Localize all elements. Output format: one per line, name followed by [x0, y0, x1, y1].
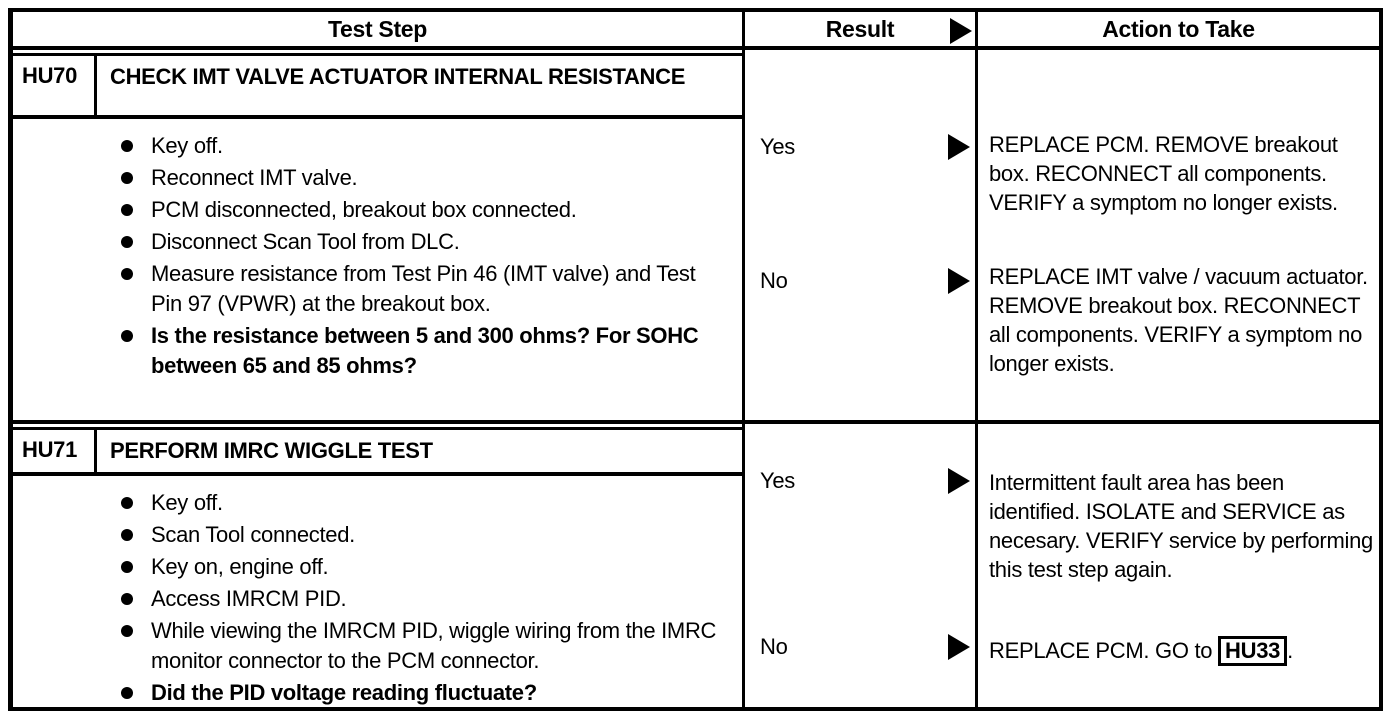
arrow-right-icon [948, 134, 970, 160]
bullet-icon [121, 140, 133, 152]
hu33-reference: HU33 [1218, 636, 1288, 666]
arrow-right-icon [948, 634, 970, 660]
bullet-icon [121, 687, 133, 699]
result-header-label: Result [825, 15, 895, 42]
result-cell: Yes No [742, 50, 975, 420]
test-step-cell: HU70 CHECK IMT VALVE ACTUATOR INTERNAL R… [13, 50, 742, 420]
result-cell: Yes No [742, 424, 975, 710]
action-header-label: Action to Take [1102, 15, 1255, 42]
test-step-question: Did the PID voltage reading fluctuate? [113, 678, 742, 708]
bullet-icon [121, 172, 133, 184]
test-step-text: Is the resistance between 5 and 300 ohms… [151, 323, 699, 378]
test-step-text: Disconnect Scan Tool from DLC. [151, 229, 460, 254]
test-title: CHECK IMT VALVE ACTUATOR INTERNAL RESIST… [110, 64, 686, 89]
bullet-icon [121, 593, 133, 605]
result-yes-row: Yes [760, 134, 970, 160]
test-step-header-label: Test Step [327, 15, 428, 42]
arrow-right-icon [948, 468, 970, 494]
test-step-list: Key off. Scan Tool connected. Key on, en… [13, 488, 742, 708]
test-step-item: PCM disconnected, breakout box connected… [113, 195, 742, 225]
result-no-row: No [760, 268, 970, 294]
arrow-right-icon [948, 268, 970, 294]
action-text-yes: REPLACE PCM. REMOVE breakout box. RECONN… [989, 132, 1338, 215]
result-no-row: No [760, 634, 970, 660]
test-step-text: Scan Tool connected. [151, 522, 355, 547]
action-text-no: REPLACE IMT valve / vacuum actuator. REM… [989, 264, 1368, 376]
action-text-yes: Intermittent fault area has been identif… [989, 470, 1373, 582]
result-yes-row: Yes [760, 468, 970, 494]
test-step-text: Measure resistance from Test Pin 46 (IMT… [151, 261, 696, 316]
test-step-item: Reconnect IMT valve. [113, 163, 742, 193]
arrow-right-icon [950, 18, 972, 44]
test-step-text: Did the PID voltage reading fluctuate? [151, 680, 537, 705]
bullet-icon [121, 268, 133, 280]
test-step-text: Reconnect IMT valve. [151, 165, 358, 190]
column-header-test-step: Test Step [13, 12, 742, 46]
test-step-item: Disconnect Scan Tool from DLC. [113, 227, 742, 257]
test-step-text: Key off. [151, 490, 223, 515]
action-text-suffix: . [1287, 638, 1293, 663]
test-step-text: While viewing the IMRCM PID, wiggle wiri… [151, 618, 717, 673]
test-step-item: While viewing the IMRCM PID, wiggle wiri… [113, 616, 742, 676]
test-code: HU70 [13, 56, 97, 115]
test-code: HU71 [13, 430, 97, 472]
test-title: PERFORM IMRC WIGGLE TEST [110, 438, 433, 463]
test-step-item: Key off. [113, 131, 742, 161]
test-step-list: Key off. Reconnect IMT valve. PCM discon… [13, 131, 742, 381]
action-text-prefix: REPLACE PCM. GO to [989, 638, 1219, 663]
result-yes-label: Yes [760, 468, 795, 493]
action-cell: REPLACE PCM. REMOVE breakout box. RECONN… [975, 50, 1379, 420]
table-row-hu71: HU71 PERFORM IMRC WIGGLE TEST Key off. S… [13, 420, 1379, 710]
test-step-cell: HU71 PERFORM IMRC WIGGLE TEST Key off. S… [13, 424, 742, 710]
bullet-icon [121, 236, 133, 248]
action-text-no: REPLACE PCM. GO to HU33. [989, 636, 1373, 666]
test-step-item: Key on, engine off. [113, 552, 742, 582]
column-header-result: Result [742, 12, 975, 46]
bullet-icon [121, 204, 133, 216]
test-step-text: PCM disconnected, breakout box connected… [151, 197, 577, 222]
test-step-text: Key on, engine off. [151, 554, 329, 579]
test-step-question: Is the resistance between 5 and 300 ohms… [113, 321, 742, 381]
column-header-action: Action to Take [975, 12, 1379, 46]
test-step-text: Key off. [151, 133, 223, 158]
test-title-box: HU70 CHECK IMT VALVE ACTUATOR INTERNAL R… [13, 53, 742, 119]
test-step-item: Access IMRCM PID. [113, 584, 742, 614]
bullet-icon [121, 561, 133, 573]
result-yes-label: Yes [760, 134, 795, 159]
result-no-label: No [760, 268, 788, 293]
action-cell: Intermittent fault area has been identif… [975, 424, 1379, 710]
table-header-row: Test Step Result Action to Take [13, 12, 1379, 50]
bullet-icon [121, 529, 133, 541]
test-step-text: Access IMRCM PID. [151, 586, 347, 611]
test-step-item: Measure resistance from Test Pin 46 (IMT… [113, 259, 742, 319]
table-row-hu70: HU70 CHECK IMT VALVE ACTUATOR INTERNAL R… [13, 50, 1379, 420]
test-step-item: Key off. [113, 488, 742, 518]
result-no-label: No [760, 634, 788, 659]
pinpoint-test-table: Test Step Result Action to Take HU70 CHE… [8, 8, 1383, 711]
test-step-item: Scan Tool connected. [113, 520, 742, 550]
bullet-icon [121, 330, 133, 342]
test-title-box: HU71 PERFORM IMRC WIGGLE TEST [13, 427, 742, 476]
bullet-icon [121, 625, 133, 637]
bullet-icon [121, 497, 133, 509]
